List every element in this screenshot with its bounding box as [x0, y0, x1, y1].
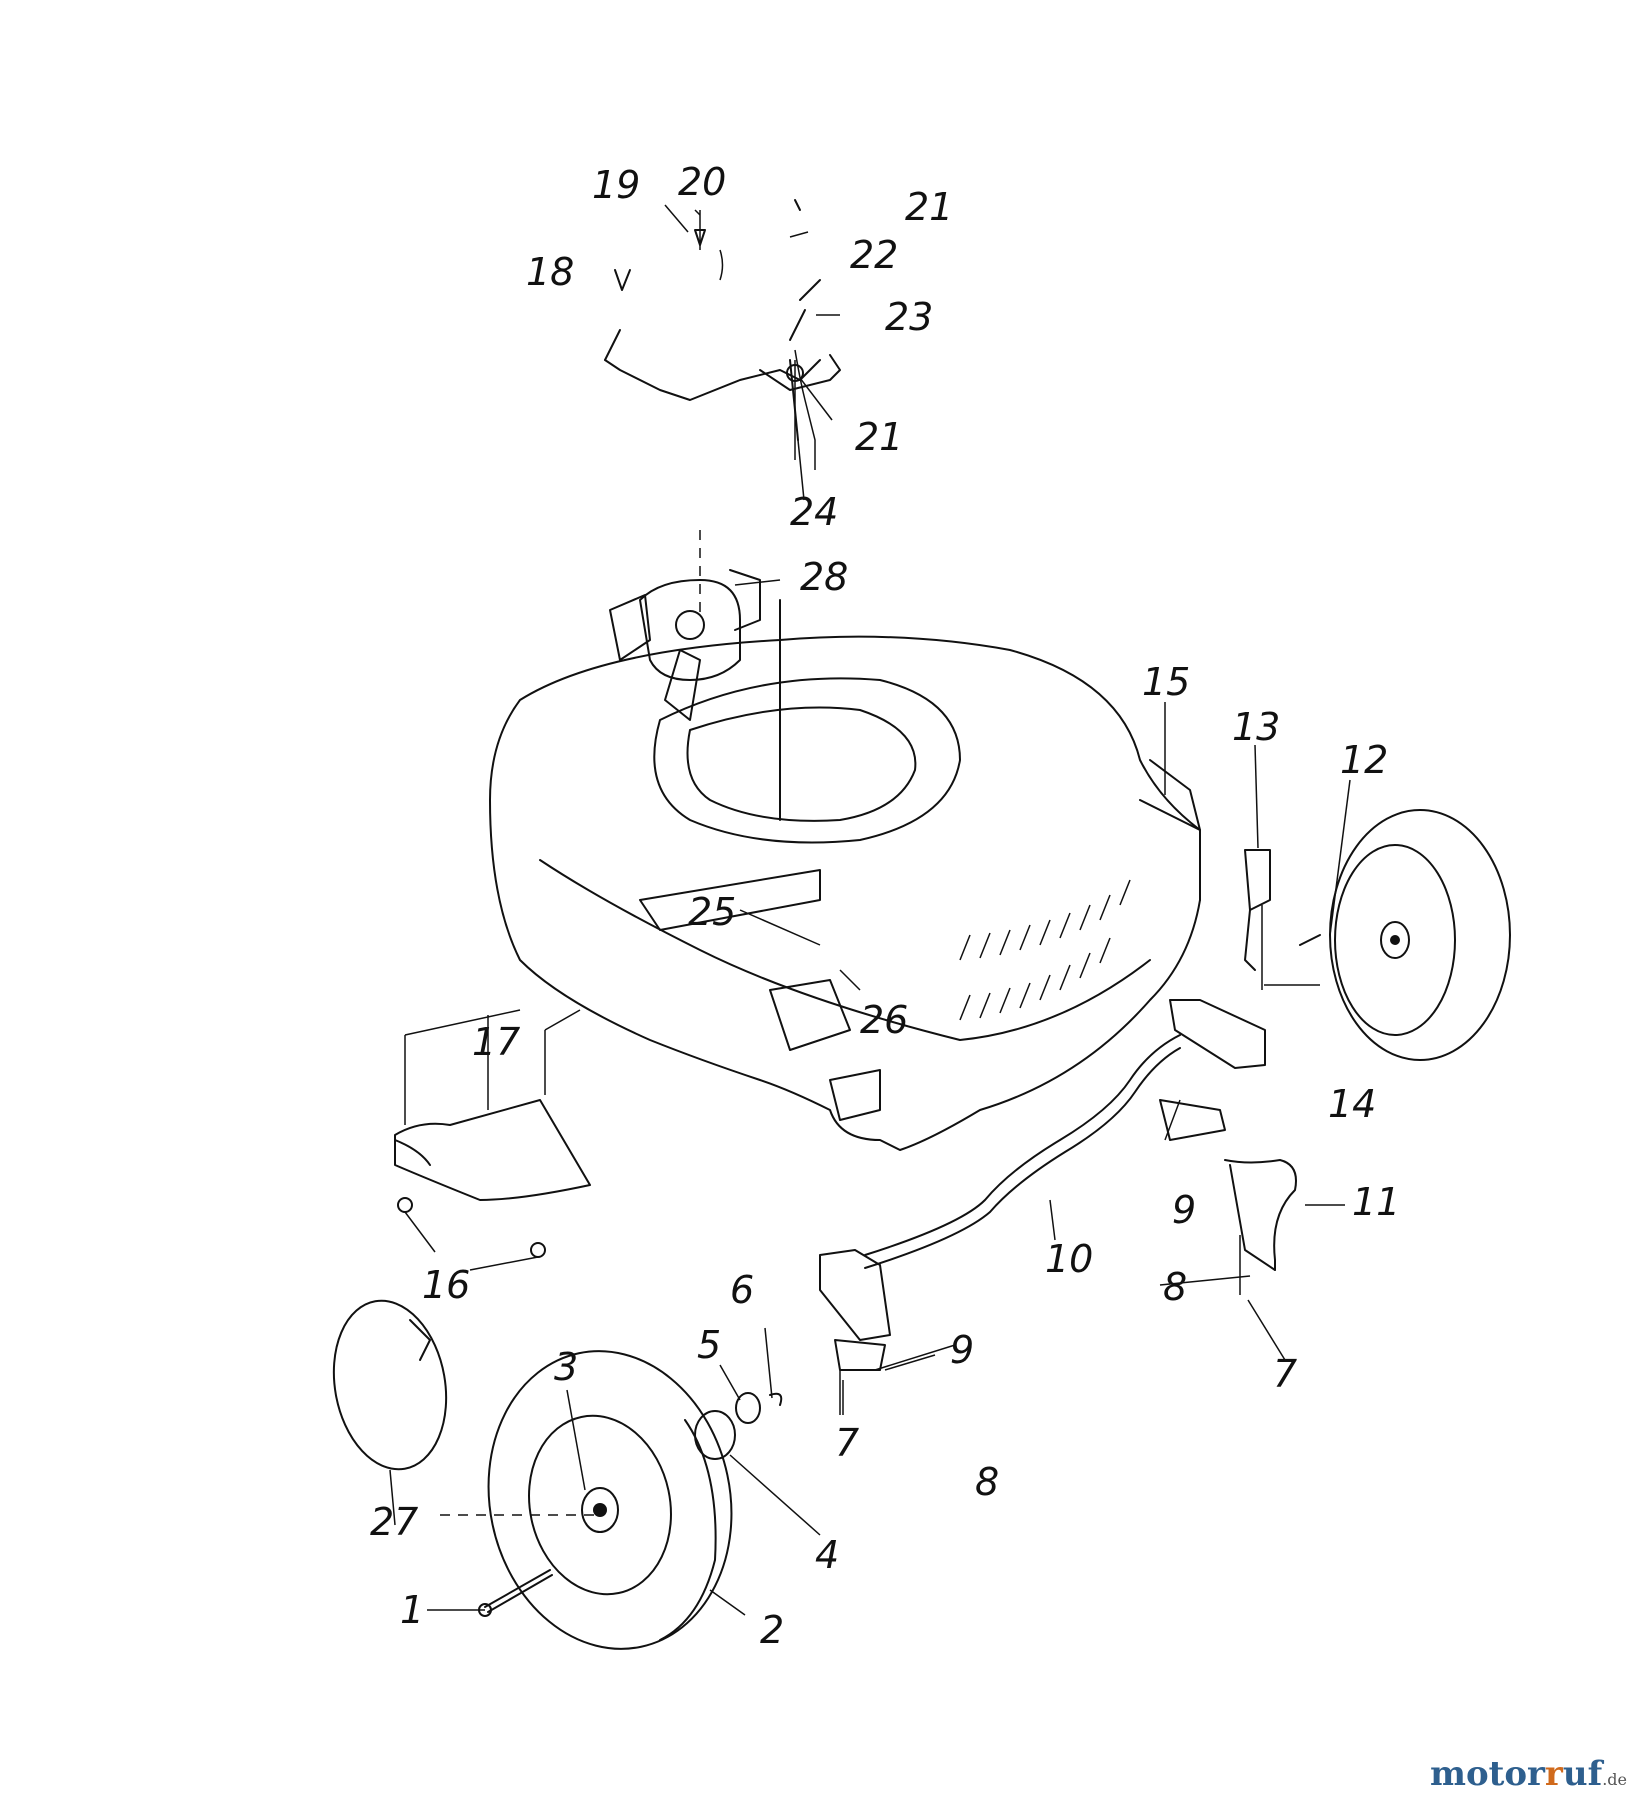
callout-21-top: 21	[905, 185, 953, 229]
grass-deflector	[394, 1009, 591, 1271]
callout-5: 5	[697, 1323, 721, 1367]
callout-26: 26	[860, 998, 908, 1042]
callout-21-bottom: 21	[855, 415, 903, 459]
callout-6: 6	[730, 1268, 754, 1312]
leader-lines	[427, 204, 1351, 1616]
callout-9-right: 9	[1172, 1188, 1196, 1232]
callout-9-left: 9	[950, 1328, 974, 1372]
callout-19: 19	[592, 163, 640, 207]
rear-wheel	[1299, 809, 1511, 1061]
callout-24: 24	[790, 490, 838, 534]
callout-7-right: 7	[1273, 1352, 1297, 1396]
upper-bracket-assembly	[604, 199, 841, 470]
motoruf-watermark: motorruf.de	[1430, 1754, 1627, 1794]
watermark-brand-part2: uf	[1562, 1754, 1603, 1794]
callout-25: 25	[688, 890, 736, 934]
callout-11: 11	[1352, 1180, 1400, 1224]
callout-8-right: 8	[1163, 1265, 1187, 1309]
watermark-brand-part1: motor	[1429, 1754, 1545, 1794]
callout-2: 2	[760, 1608, 784, 1652]
callout-14: 14	[1328, 1082, 1376, 1126]
callout-28: 28	[800, 555, 848, 599]
callout-27: 27	[370, 1500, 418, 1544]
callout-23: 23	[885, 295, 933, 339]
front-wheel	[487, 1350, 733, 1650]
callout-10: 10	[1045, 1237, 1093, 1281]
callout-8-left: 8	[975, 1460, 999, 1504]
watermark-brand-sep: r	[1544, 1754, 1563, 1794]
callout-22: 22	[850, 233, 898, 277]
mower-deck	[489, 569, 1201, 1151]
callout-18: 18	[526, 250, 574, 294]
callout-1: 1	[400, 1588, 424, 1632]
callout-4: 4	[815, 1533, 839, 1577]
callout-15: 15	[1142, 660, 1190, 704]
axle-parts	[478, 1392, 783, 1617]
hubcap	[332, 1299, 448, 1526]
part-callouts: 1 2 3 4 5 6 7 7 8 8 9 9 10 11 12 13 14 1…	[370, 160, 1400, 1652]
callout-16: 16	[422, 1263, 470, 1307]
height-adjuster	[819, 849, 1297, 1415]
callout-20: 20	[678, 160, 726, 204]
callout-7-left: 7	[835, 1421, 859, 1465]
callout-3: 3	[554, 1345, 578, 1389]
callout-12: 12	[1340, 738, 1388, 782]
axis-lines	[440, 530, 701, 1516]
callout-13: 13	[1232, 705, 1280, 749]
watermark-suffix: .de	[1602, 1770, 1627, 1789]
callout-17: 17	[472, 1020, 520, 1064]
